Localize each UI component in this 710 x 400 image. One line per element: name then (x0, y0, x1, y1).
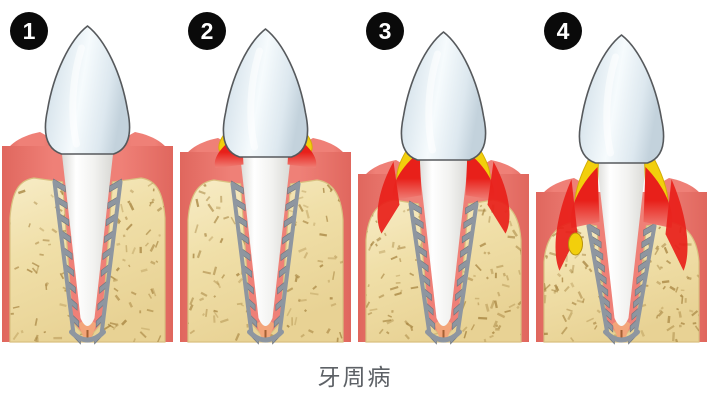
stage-panel-advanced-periodontitis: 4 (534, 0, 709, 400)
crown-highlight (69, 44, 85, 148)
periodontal-ligament (52, 178, 123, 345)
inflamed-gum-flare-right (487, 161, 510, 234)
root-apex-canal (434, 320, 453, 338)
inflamed-gum-right (465, 152, 495, 200)
tooth-root (595, 150, 648, 326)
stage-panel-early-periodontitis: 3 (356, 0, 531, 400)
alveolar-bone (365, 199, 522, 343)
crown-highlight (247, 47, 263, 151)
illustration-caption: 牙周病 (317, 365, 393, 391)
tooth-root (417, 150, 470, 326)
tooth-crown (44, 25, 131, 155)
tooth-crown (578, 34, 665, 164)
tooth-root (61, 150, 114, 326)
inflamed-gum-left (392, 152, 422, 200)
inflamed-gum-right (643, 167, 673, 228)
root-apex-canal (78, 320, 97, 338)
root-apex-canal (256, 320, 275, 338)
inflamed-gum-flare-left (555, 179, 578, 271)
alveolar-bone (543, 221, 700, 343)
periodontal-ligament (586, 222, 657, 345)
periodontal-ligament (408, 200, 479, 345)
inflamed-gum-left (570, 167, 600, 228)
subgingival-calculus-deposit (568, 232, 583, 256)
stage-panel-gingivitis: 2 (178, 0, 353, 400)
tooth-crown (400, 31, 487, 161)
inflamed-gum-flare-right (665, 179, 688, 271)
stage-badge-4: 4 (544, 12, 582, 50)
periodontal-ligament (230, 180, 301, 345)
stage-badge-2: 2 (188, 12, 226, 50)
tooth-root (239, 150, 292, 326)
inflamed-gum-flare-left (377, 161, 400, 234)
crown-highlight (425, 50, 441, 154)
alveolar-bone (187, 179, 344, 343)
tooth-crown (222, 28, 309, 158)
crown-highlight (603, 53, 619, 157)
stage-badge-3: 3 (366, 12, 404, 50)
root-apex-canal (612, 320, 631, 338)
stage-panel-healthy: 1 (0, 0, 175, 400)
stage-badge-1: 1 (10, 12, 48, 50)
